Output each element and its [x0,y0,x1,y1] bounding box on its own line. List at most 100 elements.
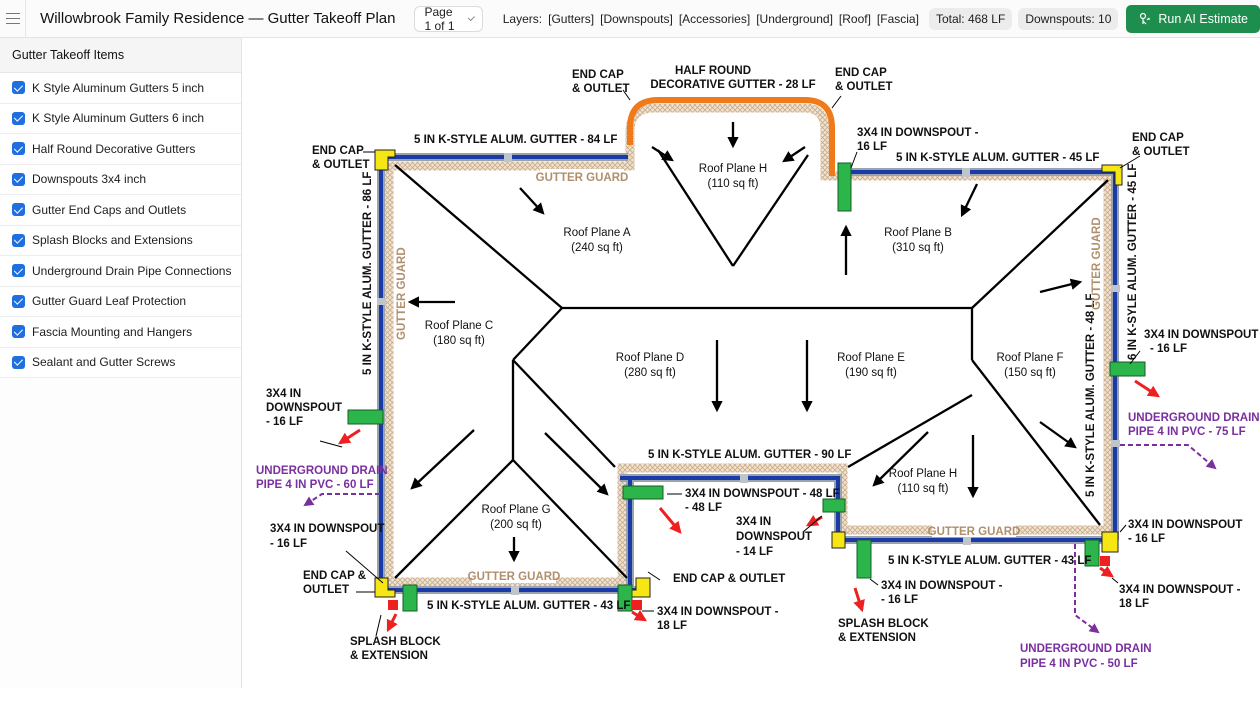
callout-end-cap-top-2: & OUTLET [572,83,630,95]
callout-end-cap-tl-2: & OUTLET [312,159,370,171]
gutter-plan-drawing: 5 IN K-STYLE ALUM. GUTTER - 84 LF HALF R… [256,65,1260,670]
layer-toggle-fascia[interactable]: [Fascia] [876,11,919,26]
gutter-label-top-left: 5 IN K-STYLE ALUM. GUTTER - 84 LF [414,134,617,146]
gutter-label-bottom-left: 5 IN K-STYLE ALUM. GUTTER - 43 LF [427,600,630,612]
checkbox-checked[interactable] [12,172,25,186]
roof-plane-f[interactable]: Roof Plane F [996,352,1063,364]
chevron-down-icon [467,13,475,21]
roof-plane-g-area: (200 sq ft) [490,519,542,531]
item-label: Gutter Guard Leaf Protection [32,294,187,309]
gutter-guard-label-bottom-right: GUTTER GUARD [928,526,1021,538]
roof-plane-e[interactable]: Roof Plane E [837,352,905,364]
sidebar-item-gutter-guard[interactable]: Gutter Guard Leaf Protection [0,286,241,317]
roof-plane-h-bottom-area: (110 sq ft) [898,483,949,495]
sidebar-item-k-style-5in[interactable]: K Style Aluminum Gutters 5 inch [0,73,241,104]
checkbox-checked[interactable] [12,233,25,247]
sidebar-item-downspouts[interactable]: Downspouts 3x4 inch [0,164,241,195]
bottom-margin [0,688,1260,720]
sidebar-item-half-round[interactable]: Half Round Decorative Gutters [0,134,241,165]
downspout-count-badge: Downspouts: 10 [1018,7,1119,30]
callout-underground-right-2: PIPE 4 IN PVC - 75 LF [1128,426,1246,438]
checkbox-checked[interactable] [12,264,25,278]
callout-downspout-right-2: - 16 LF [1150,343,1187,355]
callout-end-cap-tl: END CAP [312,145,364,157]
callout-downspout-mid-2: - 48 LF [685,502,722,514]
callout-downspout-br1-2: - 16 LF [881,594,918,606]
callout-splash-bl-2: & EXTENSION [350,650,428,662]
item-label: K Style Aluminum Gutters 6 inch [32,111,205,126]
callout-splash-br-2: & EXTENSION [838,632,916,644]
page-select-value: Page 1 of 1 [424,4,455,33]
item-label: Half Round Decorative Gutters [32,141,196,156]
page-select-dropdown[interactable]: Page 1 of 1 [413,4,483,33]
gutter-label-bottom-right: 5 IN K-STYLE ALUM. GUTTER - 43 LF [888,555,1091,567]
callout-downspout-left: 3X4 IN [266,388,301,400]
callout-downspout-mid: 3X4 IN DOWNSPOUT - 48 LF [685,488,840,500]
menu-icon [5,17,20,20]
layer-toggle-downspouts[interactable]: [Downspouts] [600,11,673,26]
roof-plane-h-bottom[interactable]: Roof Plane H [889,468,957,480]
roof-plane-b[interactable]: Roof Plane B [884,227,952,239]
callout-splash-bl: SPLASH BLOCK [350,636,441,648]
callout-end-cap-bl: END CAP & [303,570,366,582]
gutter-plan-canvas[interactable]: 5 IN K-STYLE ALUM. GUTTER - 84 LF HALF R… [243,39,1260,688]
top-toolbar: Willowbrook Family Residence — Gutter Ta… [0,0,1260,38]
roof-plane-d[interactable]: Roof Plane D [616,352,684,364]
callout-downspout-br1: 3X4 IN DOWNSPOUT - [881,580,1003,592]
half-round-label-2: DECORATIVE GUTTER - 28 LF [650,79,815,91]
document-title: Willowbrook Family Residence — Gutter Ta… [40,10,396,27]
callout-end-cap-top: END CAP [572,69,624,81]
hamburger-menu-button[interactable] [0,0,27,38]
roof-plane-h-top[interactable]: Roof Plane H [699,163,767,175]
flow-arrows-layer [407,122,1083,563]
layers-label: Layers: [502,11,543,26]
half-round-label-1: HALF ROUND [675,65,751,77]
ai-sparkle-icon [1140,12,1151,24]
callout-downspout-left-2: DOWNSPOUT [266,402,342,414]
checkbox-checked[interactable] [12,142,25,156]
downspouts-layer [347,162,1146,612]
takeoff-items-sidebar: Gutter Takeoff Items K Style Aluminum Gu… [0,38,242,688]
checkbox-checked[interactable] [12,111,25,125]
callout-end-cap-tr: END CAP [1132,132,1184,144]
callout-underground-bottom: UNDERGROUND DRAIN [1020,643,1152,655]
gutter-label-right-outer: 6 IN K-SYLE ALUM. GUTTER - 45 LF [1127,164,1139,360]
item-label: Underground Drain Pipe Connections [32,263,232,278]
end-caps-layer [374,149,1123,598]
layer-toggle-underground[interactable]: [Underground] [756,11,833,26]
sidebar-item-splash-blocks[interactable]: Splash Blocks and Extensions [0,225,241,256]
roof-plane-g[interactable]: Roof Plane G [481,504,550,516]
checkbox-checked[interactable] [12,355,25,369]
checkbox-checked[interactable] [12,294,25,308]
roof-plane-e-area: (190 sq ft) [845,367,897,379]
checkbox-checked[interactable] [12,203,25,217]
sidebar-title: Gutter Takeoff Items [0,38,241,73]
sidebar-item-sealant[interactable]: Sealant and Gutter Screws [0,347,241,378]
callout-end-cap-tr-2: & OUTLET [1132,146,1190,158]
total-length-badge: Total: 468 LF [928,7,1013,30]
callout-underground-bottom-2: PIPE 4 IN PVC - 50 LF [1020,658,1138,670]
sidebar-item-underground-drain[interactable]: Underground Drain Pipe Connections [0,256,241,287]
gutter-label-top-right: 5 IN K-STYLE ALUM. GUTTER - 45 LF [896,152,1099,164]
sidebar-item-end-caps[interactable]: Gutter End Caps and Outlets [0,195,241,226]
callout-downspout-br2-2: - 16 LF [1128,533,1165,545]
plan-labels: 5 IN K-STYLE ALUM. GUTTER - 84 LF HALF R… [256,65,1260,670]
layer-toggle-gutters[interactable]: [Gutters] [548,11,595,26]
run-ai-estimate-button[interactable]: Run AI Estimate [1126,4,1260,33]
gutter-label-right-inner: 5 IN K-STYLE ALUM. GUTTER - 48 LF [1085,294,1097,497]
callout-downspout-mid2: 3X4 IN [736,516,771,528]
item-label: Gutter End Caps and Outlets [32,202,187,217]
gutter-guard-label-bottom-left: GUTTER GUARD [468,571,561,583]
layer-toggle-roof[interactable]: [Roof] [838,11,871,26]
layer-toggle-accessories[interactable]: [Accessories] [678,11,751,26]
checkbox-checked[interactable] [12,325,25,339]
callout-downspout-br3: 3X4 IN DOWNSPOUT - [1119,584,1241,596]
sidebar-item-k-style-6in[interactable]: K Style Aluminum Gutters 6 inch [0,103,241,134]
gutter-label-middle: 5 IN K-STYLE ALUM. GUTTER - 90 LF [648,449,851,461]
sidebar-item-fascia[interactable]: Fascia Mounting and Hangers [0,317,241,348]
roof-plane-c-area: (180 sq ft) [433,335,485,347]
roof-plane-c[interactable]: Roof Plane C [425,320,493,332]
roof-plane-a[interactable]: Roof Plane A [563,227,630,239]
checkbox-checked[interactable] [12,81,25,95]
callout-downspout-top-2: 16 LF [857,141,887,153]
